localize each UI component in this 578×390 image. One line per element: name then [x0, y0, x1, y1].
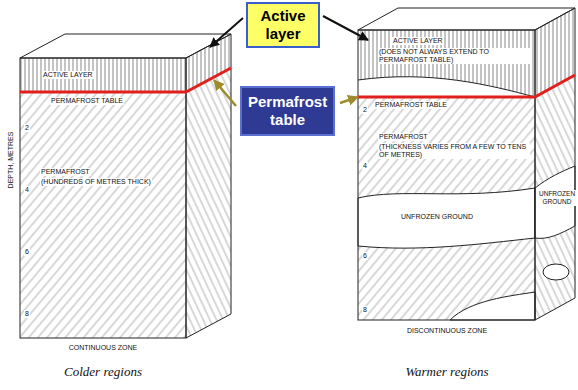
- unfrozen-ground-zone: [450, 292, 535, 320]
- zone-label: DISCONTINUOUS ZONE: [406, 327, 488, 335]
- unfrozen-ground-zone: [358, 188, 535, 248]
- active-layer-hatch: [20, 58, 186, 92]
- block-side-outline: [535, 8, 575, 320]
- depth-number: 4: [24, 186, 30, 194]
- leader-arrow: [210, 18, 243, 47]
- layer-label: UNFROZEN GROUND: [400, 213, 474, 221]
- active-layer-hatch: [358, 30, 535, 97]
- callout-box: Permafrost table: [240, 86, 335, 136]
- leader-arrow: [214, 80, 236, 106]
- layer-label: PERMAFROST TABLE: [374, 101, 448, 109]
- permafrost-hatch: [186, 68, 231, 338]
- permafrost-hatch: [535, 75, 575, 320]
- caption: Warmer regions: [404, 364, 489, 379]
- permafrost-hatch: [20, 92, 186, 338]
- discontinuous-zone-block: [358, 8, 575, 320]
- layer-note: (DOES NOT ALWAYS EXTEND TO PERMAFROST TA…: [378, 48, 530, 64]
- layer-note: (HUNDREDS OF METRES THICK): [40, 178, 152, 186]
- depth-number: 2: [24, 124, 30, 132]
- depth-number: 8: [362, 306, 368, 314]
- callout-text: Active layer: [256, 7, 310, 43]
- continuous-zone-block: [20, 34, 231, 338]
- unfrozen-ground-zone: [535, 166, 575, 238]
- layer-label: PERMAFROST: [40, 168, 91, 176]
- layer-label: ACTIVE LAYER: [42, 71, 94, 79]
- depth-number: 2: [362, 106, 368, 114]
- block-front-outline: [358, 30, 535, 320]
- depth-number: 4: [362, 162, 368, 170]
- permafrost-table-line: [358, 75, 575, 97]
- depth-number: 6: [24, 248, 30, 256]
- depth-number: 6: [362, 252, 368, 260]
- layer-label: PERMAFROST TABLE: [50, 97, 124, 105]
- leader-arrow: [340, 97, 358, 103]
- axis-label: DEPTH, METRES: [7, 131, 15, 190]
- layer-note: (THICKNESS VARIES FROM A FEW TO TENS OF …: [378, 143, 530, 159]
- permafrost-table-line: [20, 68, 231, 92]
- caption: Colder regions: [63, 364, 143, 379]
- layer-label: PERMAFROST: [378, 133, 429, 141]
- zone-label: CONTINUOUS ZONE: [68, 344, 138, 352]
- active-layer-boundary: [358, 77, 535, 97]
- layer-label: ACTIVE LAYER: [392, 37, 444, 45]
- leader-arrow: [323, 16, 368, 40]
- callout-box: Active layer: [246, 2, 320, 48]
- depth-number: 8: [24, 310, 30, 318]
- block-front-outline: [20, 58, 186, 338]
- permafrost-hatch: [358, 97, 535, 320]
- callout-text: Permafrost table: [248, 93, 327, 129]
- layer-label: UNFROZEN GROUND: [538, 190, 576, 206]
- unfrozen-ground-lens: [543, 264, 569, 280]
